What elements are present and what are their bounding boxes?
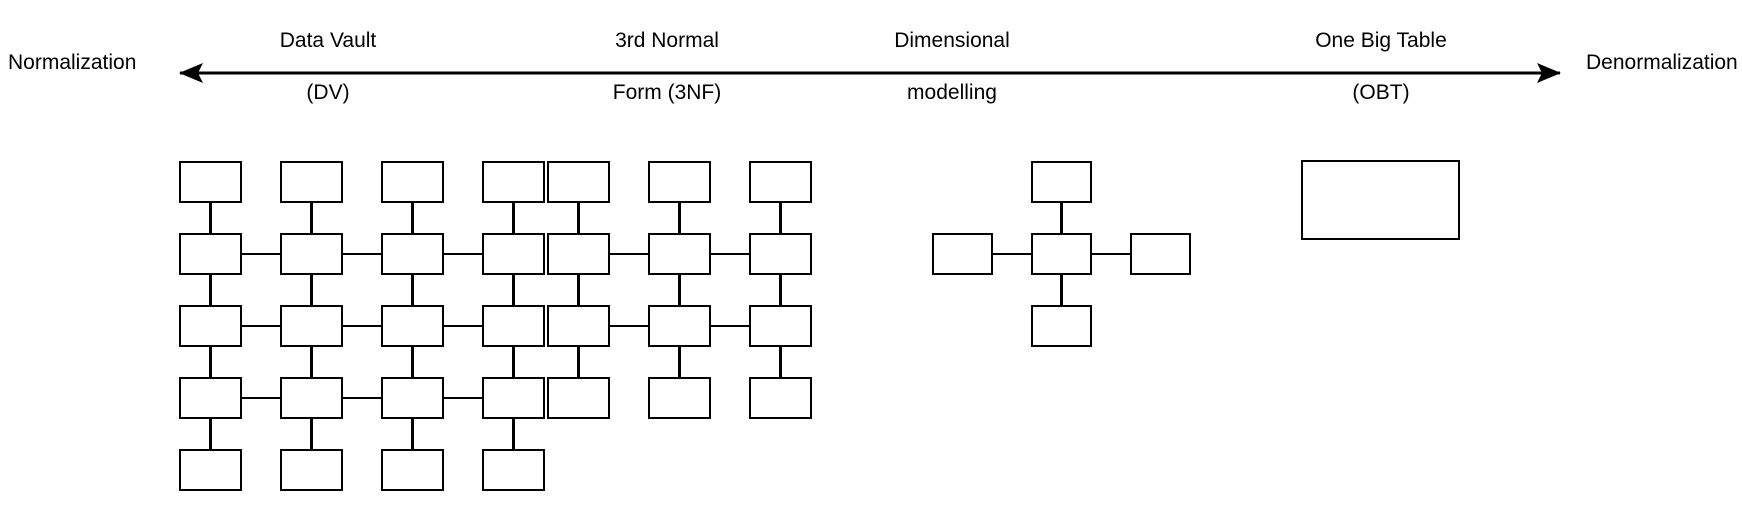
stage-label-one-big-table: One Big Table (OBT)	[1261, 2, 1501, 132]
nf-link-h-r2c1	[711, 324, 749, 328]
stage-label-third-normal-form: 3rd Normal Form (3NF)	[547, 2, 787, 132]
dv-link-h-r2c2	[444, 324, 482, 328]
dv-node-r1c0	[179, 233, 242, 275]
dv-link-v-r3c2	[411, 419, 414, 449]
dv-node-r3c0	[179, 377, 242, 419]
stage-label-one-big-table-line2: (OBT)	[1352, 81, 1410, 104]
nf-link-v-r2c2	[779, 347, 782, 377]
dv-link-h-r3c0	[242, 396, 280, 400]
dv-node-r2c0	[179, 305, 242, 347]
axis-label-normalization: Normalization	[8, 51, 137, 74]
dv-link-h-r1c2	[444, 252, 482, 256]
dv-node-r1c3	[482, 233, 545, 275]
dv-node-r0c2	[381, 161, 444, 203]
dim-dimension-top	[1031, 161, 1092, 203]
dv-link-h-r3c1	[343, 396, 381, 400]
nf-link-h-r2c0	[610, 324, 648, 328]
double-headed-horizontal-arrow-icon	[179, 63, 1561, 83]
nf-node-r0c1	[648, 161, 711, 203]
stage-label-dimensional-modelling-line2: modelling	[907, 81, 997, 104]
dv-node-r4c1	[280, 449, 343, 491]
nf-node-r2c2	[749, 305, 812, 347]
dv-link-v-r2c2	[411, 347, 414, 377]
dv-node-r4c2	[381, 449, 444, 491]
nf-link-v-r2c1	[678, 347, 681, 377]
nf-node-r2c0	[547, 305, 610, 347]
nf-node-r1c1	[648, 233, 711, 275]
dv-link-v-r3c3	[512, 419, 515, 449]
dv-node-r2c3	[482, 305, 545, 347]
nf-link-v-r0c1	[678, 203, 681, 233]
dv-link-v-r1c0	[209, 275, 212, 305]
nf-link-v-r1c0	[577, 275, 580, 305]
dv-node-r2c1	[280, 305, 343, 347]
nf-link-v-r0c0	[577, 203, 580, 233]
dv-node-r4c3	[482, 449, 545, 491]
stage-label-third-normal-form-line1: 3rd Normal	[615, 29, 719, 52]
nf-node-r1c2	[749, 233, 812, 275]
stage-label-data-vault-line1: Data Vault	[279, 29, 377, 52]
dv-link-v-r3c1	[310, 419, 313, 449]
dv-link-v-r2c3	[512, 347, 515, 377]
dv-node-r3c3	[482, 377, 545, 419]
dv-link-h-r2c1	[343, 324, 381, 328]
dv-node-r1c2	[381, 233, 444, 275]
dim-dimension-bottom	[1031, 305, 1092, 347]
nf-link-v-r0c2	[779, 203, 782, 233]
dv-node-r3c1	[280, 377, 343, 419]
nf-node-r0c2	[749, 161, 812, 203]
dv-link-h-r2c0	[242, 324, 280, 328]
dv-link-h-r3c2	[444, 396, 482, 400]
stage-label-data-vault: Data Vault (DV)	[208, 2, 448, 132]
dv-link-v-r0c3	[512, 203, 515, 233]
dim-dimension-left	[932, 233, 993, 275]
dv-link-v-r0c2	[411, 203, 414, 233]
dv-link-v-r1c3	[512, 275, 515, 305]
axis-label-denormalization: Denormalization	[1586, 51, 1738, 74]
dv-link-h-r1c0	[242, 252, 280, 256]
stage-label-data-vault-line2: (DV)	[306, 81, 350, 104]
dv-node-r1c1	[280, 233, 343, 275]
stage-label-dimensional-modelling: Dimensional modelling	[832, 2, 1072, 132]
dv-link-v-r0c1	[310, 203, 313, 233]
nf-node-r3c0	[547, 377, 610, 419]
dv-link-v-r1c1	[310, 275, 313, 305]
nf-node-r1c0	[547, 233, 610, 275]
dv-node-r0c0	[179, 161, 242, 203]
dv-node-r0c3	[482, 161, 545, 203]
dv-node-r2c2	[381, 305, 444, 347]
nf-link-h-r1c0	[610, 252, 648, 256]
dim-fact-table	[1031, 233, 1092, 275]
nf-node-r3c2	[749, 377, 812, 419]
dv-link-v-r2c1	[310, 347, 313, 377]
obt-single-table	[1301, 160, 1460, 240]
stage-label-third-normal-form-line2: Form (3NF)	[612, 81, 722, 104]
dim-dimension-right	[1130, 233, 1191, 275]
dv-link-v-r1c2	[411, 275, 414, 305]
nf-node-r3c1	[648, 377, 711, 419]
nf-link-v-r1c1	[678, 275, 681, 305]
dv-node-r3c2	[381, 377, 444, 419]
nf-link-v-r1c2	[779, 275, 782, 305]
dim-link-bottom	[1060, 275, 1063, 305]
dv-link-v-r2c0	[209, 347, 212, 377]
nf-link-h-r1c1	[711, 252, 749, 256]
dim-link-right	[1092, 252, 1130, 256]
dv-node-r4c0	[179, 449, 242, 491]
stage-label-one-big-table-line1: One Big Table	[1315, 29, 1447, 52]
nf-link-v-r2c0	[577, 347, 580, 377]
nf-node-r2c1	[648, 305, 711, 347]
stage-label-dimensional-modelling-line1: Dimensional	[894, 29, 1010, 52]
dv-node-r0c1	[280, 161, 343, 203]
dv-link-h-r1c1	[343, 252, 381, 256]
dim-link-top	[1060, 203, 1063, 233]
nf-node-r0c0	[547, 161, 610, 203]
dim-link-left	[993, 252, 1031, 256]
dv-link-v-r3c0	[209, 419, 212, 449]
dv-link-v-r0c0	[209, 203, 212, 233]
